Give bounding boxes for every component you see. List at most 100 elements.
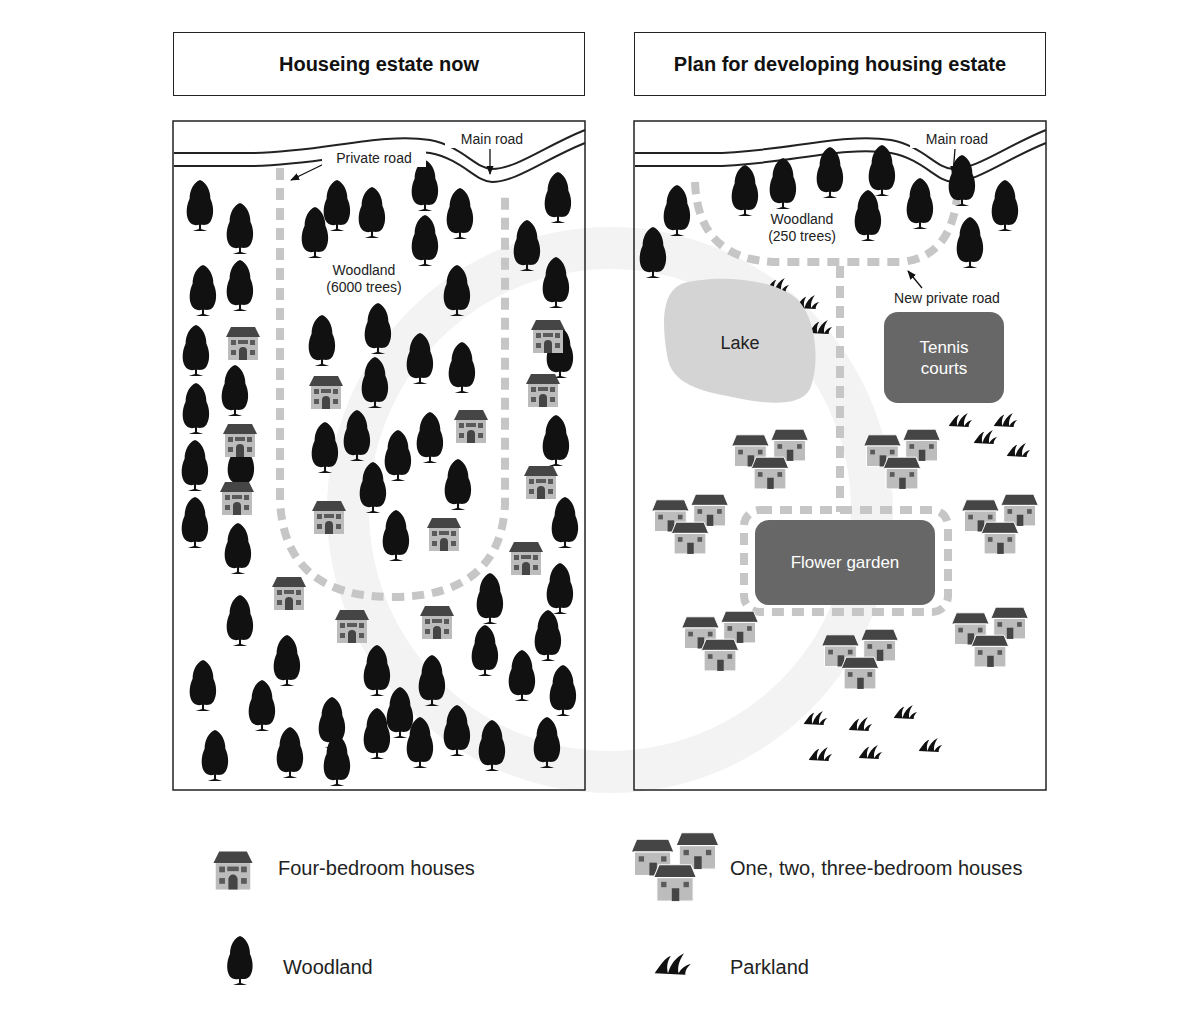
tree-symbol [324,180,350,231]
map-label: Main road [910,131,1004,148]
tree-symbol [907,178,933,229]
heading-box: Houseing estate now [173,32,585,96]
tree-symbol [417,412,443,463]
tree-symbol [477,573,503,624]
map-label: Private road [322,150,426,167]
four-bedroom-house [226,327,260,360]
tree-symbol [182,440,208,491]
tree-symbol [387,687,413,738]
tree-symbol [770,158,796,209]
drawing-part [220,278,1038,761]
four-bedroom-house [272,577,306,610]
parkland-symbol [949,413,972,427]
tree-symbol [550,665,576,716]
legend-grass-icon [655,953,691,974]
facility-box: Flower garden [755,520,935,605]
tree-symbol [640,227,666,278]
tree-symbol [509,650,535,701]
area-name: Flower garden [791,552,900,573]
tree-symbol [225,523,251,574]
tree-symbol [407,333,433,384]
four-bedroom-house [524,466,558,499]
new-private-road [836,266,844,512]
tree-symbol [344,410,370,461]
tree-symbol [949,155,975,206]
tree-symbol [182,497,208,548]
four-bedroom-house [335,610,369,643]
tree-symbol [183,383,209,434]
parkland-symbol [994,413,1017,427]
tree-symbol [869,145,895,196]
small-house-cluster [732,429,809,489]
four-bedroom-house [223,424,257,457]
tree-symbol [444,265,470,316]
parkland-symbol [894,705,917,719]
parkland-symbol [974,430,997,444]
tree-symbol [227,203,253,254]
tree-symbol [855,190,881,241]
parkland-symbol [919,738,942,752]
facility-box: Tennis courts [884,312,1004,403]
tree-symbol [479,720,505,771]
legend-cluster-icon [631,833,718,901]
tree-symbol [534,717,560,768]
small-house-cluster [952,607,1029,667]
tree-symbol [957,217,983,268]
parkland-symbol [804,711,827,725]
tree-symbol [445,459,471,510]
tree-symbol [190,265,216,316]
tree-symbol [412,160,438,211]
tree-symbol [419,655,445,706]
legend-text: One, two, three-bedroom houses [730,856,1022,880]
small-house-cluster [822,629,899,689]
leader-arrow [489,149,490,174]
map-label: New private road [880,290,1014,307]
heading-text: Houseing estate now [279,52,479,76]
small-house-cluster [652,494,729,554]
heading-text: Plan for developing housing estate [674,52,1006,76]
heading-box: Plan for developing housing estate [634,32,1046,96]
tree-symbol [362,357,388,408]
small-house-cluster [682,611,759,671]
map-frame [173,121,585,790]
four-bedroom-house [220,482,254,515]
parkland-symbol [1007,443,1030,457]
four-bedroom-house [420,606,454,639]
tree-symbol [222,365,248,416]
small-house-cluster [864,429,941,489]
parkland-symbol [859,745,882,759]
four-bedroom-house [427,518,461,551]
legend-text: Parkland [730,955,809,979]
tree-symbol [183,325,209,376]
four-bedroom-house [531,320,565,353]
road-edge [635,130,1046,169]
tree-symbol [249,680,275,731]
tree-symbol [364,645,390,696]
road-edge [174,143,585,182]
tree-symbol [227,595,253,646]
four-bedroom-house [309,376,343,409]
tree-symbol [664,185,690,236]
tree-symbol [365,303,391,354]
four-bedroom-house [454,410,488,443]
tree-symbol [412,215,438,266]
tree-symbol [543,257,569,308]
tree-symbol [817,147,843,198]
legend-text: Woodland [283,955,373,979]
tree-symbol [444,705,470,756]
tree-symbol [449,342,475,393]
watermark-ring [348,248,872,772]
leader-arrow [908,271,922,288]
main-road [174,130,585,182]
tree-symbol [312,422,338,473]
parkland-symbol [809,747,832,761]
drawing-part [174,130,1046,182]
tree-symbol [547,563,573,614]
private-road [280,168,505,597]
drawing-part [182,145,1018,786]
tree-symbol [543,415,569,466]
tree-symbol [535,610,561,661]
